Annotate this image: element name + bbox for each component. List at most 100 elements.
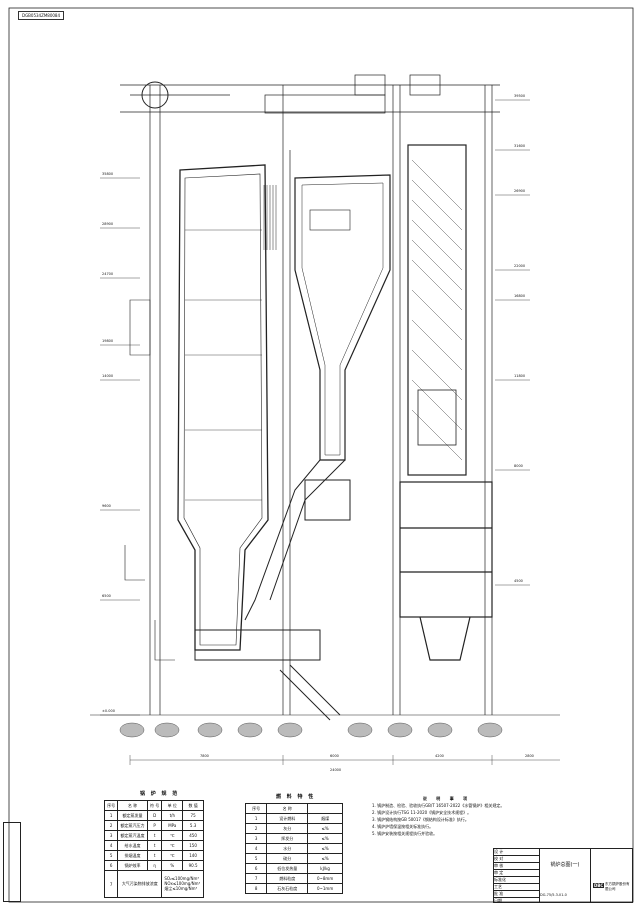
note-item: 4. 锅炉炉墙保温按相关标准执行。: [372, 824, 434, 829]
notes: 说 明 事 项 1. 锅炉制造、检验、验收执行GB/T 16507-2022《水…: [372, 795, 522, 837]
elevation-label: 35800: [102, 172, 114, 176]
furnace-floor-lines: [185, 229, 262, 501]
cell: ≤%: [307, 843, 343, 854]
note-item: 5. 锅炉安装按相关规程执行并验收。: [372, 831, 438, 836]
dimension-label: 4200: [435, 754, 444, 758]
cell: 设计燃料: [266, 813, 309, 824]
header-cell: 单 位: [161, 800, 184, 811]
header-cell: 序号: [103, 800, 119, 811]
cell: 2: [244, 823, 268, 834]
cell: ℃: [161, 840, 184, 851]
cell: 4: [103, 840, 119, 851]
cell: 排烟温度: [117, 850, 148, 861]
header-cell: 数 值: [182, 800, 204, 811]
fuel-caption: 燃 料 特 性: [276, 794, 316, 800]
cell: 5: [103, 850, 119, 861]
signature-row: 审 定: [494, 870, 539, 877]
dimension-label: 6000: [330, 754, 339, 758]
signature-column: 设 计 校 对 审 核 审 定 标准化 工艺 批 准 日期: [494, 849, 540, 903]
cell: D: [146, 810, 163, 821]
drawing-frame: [8, 7, 634, 903]
elevation-label: 4500: [514, 579, 523, 583]
loop-seal: [244, 459, 351, 621]
value-line: SO₂≤100mg/Nm³: [164, 876, 199, 881]
company-block: DBC 东方锅炉股份有限公司: [590, 849, 633, 902]
header-cell: 名 称: [266, 803, 309, 814]
value-line: NOx≤100mg/Nm³: [164, 881, 201, 886]
furnace: [177, 164, 269, 651]
cell: 3: [244, 833, 268, 844]
elevation-label: 11800: [514, 374, 526, 378]
elevation-label: 6500: [102, 594, 111, 598]
cell: 0~8mm: [307, 873, 343, 884]
cell: 3: [103, 830, 119, 841]
specs-caption: 锅 炉 规 范: [140, 791, 180, 797]
elevation-label: 39500: [514, 94, 526, 98]
cell: 4: [244, 843, 268, 854]
company-name: 东方锅炉股份有限公司: [605, 882, 630, 891]
cell: t: [146, 830, 163, 841]
note-item: 2. 锅炉设计执行TSG 11-2020《锅炉安全技术规程》。: [372, 810, 472, 815]
elevation-label: 28900: [102, 222, 114, 226]
steel-columns: [149, 85, 493, 715]
elevation-label: 26900: [514, 189, 526, 193]
cell: 额定蒸发量: [117, 810, 148, 821]
elevation-markers: [100, 99, 530, 716]
drawing-title: 锅炉总图(一): [550, 862, 580, 868]
notes-heading: 说 明 事 项: [422, 796, 472, 801]
signature-row: 日期: [494, 898, 502, 903]
cell: 7: [103, 870, 119, 898]
stairs: [124, 299, 175, 661]
cell: 1: [103, 810, 119, 821]
cell: 烟煤: [307, 813, 343, 824]
cell: 6: [244, 863, 268, 874]
cell: 0~1mm: [307, 883, 343, 894]
cell: 水分: [266, 843, 309, 854]
cell: 石灰石粒度: [266, 883, 309, 894]
note-item: 3. 锅炉钢结构按GB 50017《钢结构设计标准》执行。: [372, 817, 469, 822]
cell: 7: [244, 873, 268, 884]
cell: %: [161, 860, 184, 871]
primary-air-duct: [194, 629, 341, 721]
cyclone-separator: [294, 174, 391, 461]
note-item: 1. 锅炉制造、检验、验收执行GB/T 16507-2022《水管锅炉》相关规定…: [372, 803, 505, 808]
cell: 硫分: [266, 853, 309, 864]
title-block: 设 计 校 对 审 核 审 定 标准化 工艺 批 准 日期 锅炉总图(一) DG…: [493, 848, 633, 903]
cell: 燃料粒度: [266, 873, 309, 884]
dimension-label: 7800: [200, 754, 209, 758]
cell: ℃: [161, 830, 184, 841]
cell: 75: [182, 810, 204, 821]
elevation-label: 16800: [514, 294, 526, 298]
signature-row: 标准化: [494, 877, 539, 884]
cell: MPa: [161, 820, 184, 831]
elevation-label: 8000: [514, 464, 523, 468]
elevation-label: 14000: [102, 374, 114, 378]
header-cell: [307, 803, 343, 814]
signature-row: 设 计: [494, 849, 539, 856]
cell: 90.5: [182, 860, 204, 871]
cell: ≤%: [307, 833, 343, 844]
cell: 1: [244, 813, 268, 824]
cell: 灰分: [266, 823, 309, 834]
dimension-label: 24000: [330, 768, 342, 772]
cell: 5: [244, 853, 268, 864]
cell: t: [146, 840, 163, 851]
cell: 450: [182, 830, 204, 841]
cell: 额定蒸汽压力: [117, 820, 148, 831]
cell: 6: [103, 860, 119, 871]
cell: ≤%: [307, 823, 343, 834]
